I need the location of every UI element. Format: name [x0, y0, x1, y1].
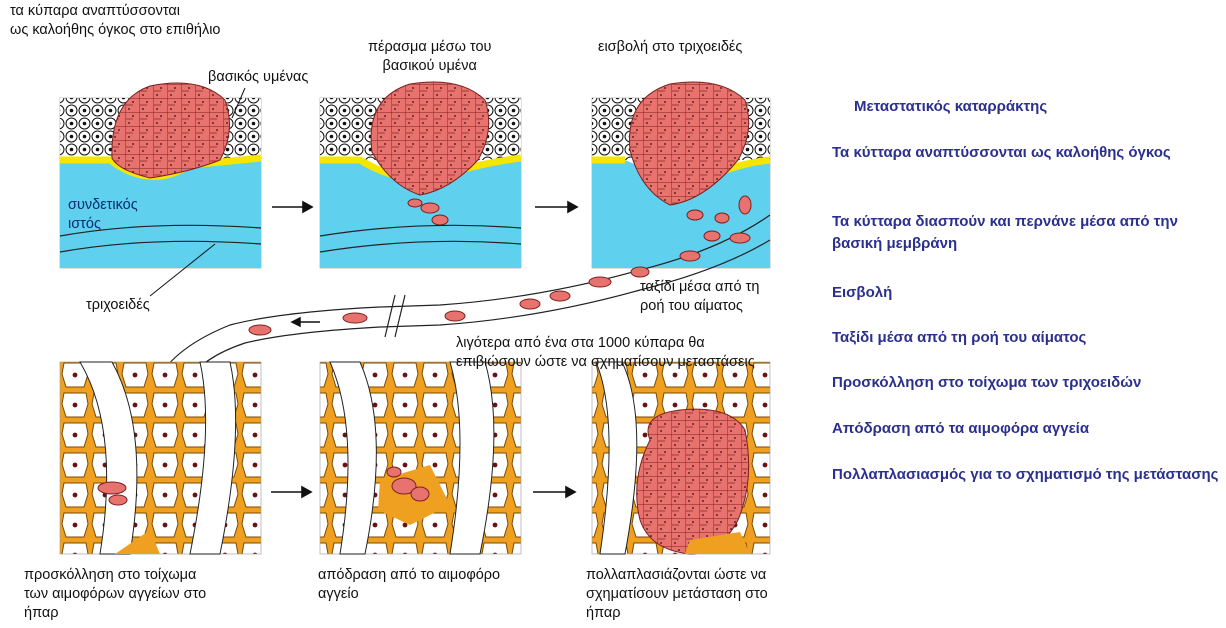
label-connective-tissue: συνδετικός ιστός — [68, 196, 138, 234]
cascade-step-1: Τα κύτταρα αναπτύσσονται ως καλοήθης όγκ… — [832, 142, 1222, 164]
cascade-step-6: Απόδραση από τα αιμοφόρα αγγεία — [832, 418, 1222, 440]
label-basement-membrane: βασικός υμένας — [208, 68, 308, 87]
label-capillary: τριχοειδές — [86, 296, 150, 315]
panel-liver-adhesion — [60, 362, 261, 554]
label-survival: λιγότερα από ένα στα 1000 κύπαρα θα επιβ… — [456, 334, 755, 372]
panel-membrane-passage — [320, 82, 521, 268]
cascade-step-3: Εισβολή — [832, 282, 1222, 304]
label-benign-tumor: τα κύπαρα αναπτύσσονται ως καλοήθης όγκο… — [10, 2, 220, 40]
label-escape: απόδραση από το αιμοφόρο αγγείο — [318, 566, 500, 604]
label-adhesion: προσκόλληση στο τοίχωμα των αιμοφόρων αγ… — [24, 566, 206, 623]
panel-benign-tumor — [60, 83, 261, 268]
label-invasion: εισβολή στο τριχοειδές — [598, 38, 742, 57]
cascade-step-2: Τα κύτταρα διασπούν και περνάνε μέσα από… — [832, 211, 1222, 255]
cascade-step-5: Προσκόλληση στο τοίχωμα των τριχοειδών — [832, 372, 1222, 394]
label-multiply: πολλαπλασιάζονται ώστε να σχηματίσουν με… — [586, 566, 768, 623]
cascade-step-4: Ταξίδι μέσα από τη ροή του αίματος — [832, 327, 1222, 349]
panel-vessel-escape — [320, 362, 521, 554]
cascade-title: Μεταστατικός καταρράκτης — [854, 96, 1226, 118]
label-passage: πέρασμα μέσω του βασικού υμένα — [368, 38, 491, 76]
panel-metastasis — [592, 362, 770, 554]
cascade-step-7: Πολλαπλασιασμός για το σχηματισμό της με… — [832, 464, 1222, 486]
label-blood-travel: ταξίδι μέσα από τη ροή του αίματος — [640, 278, 759, 316]
